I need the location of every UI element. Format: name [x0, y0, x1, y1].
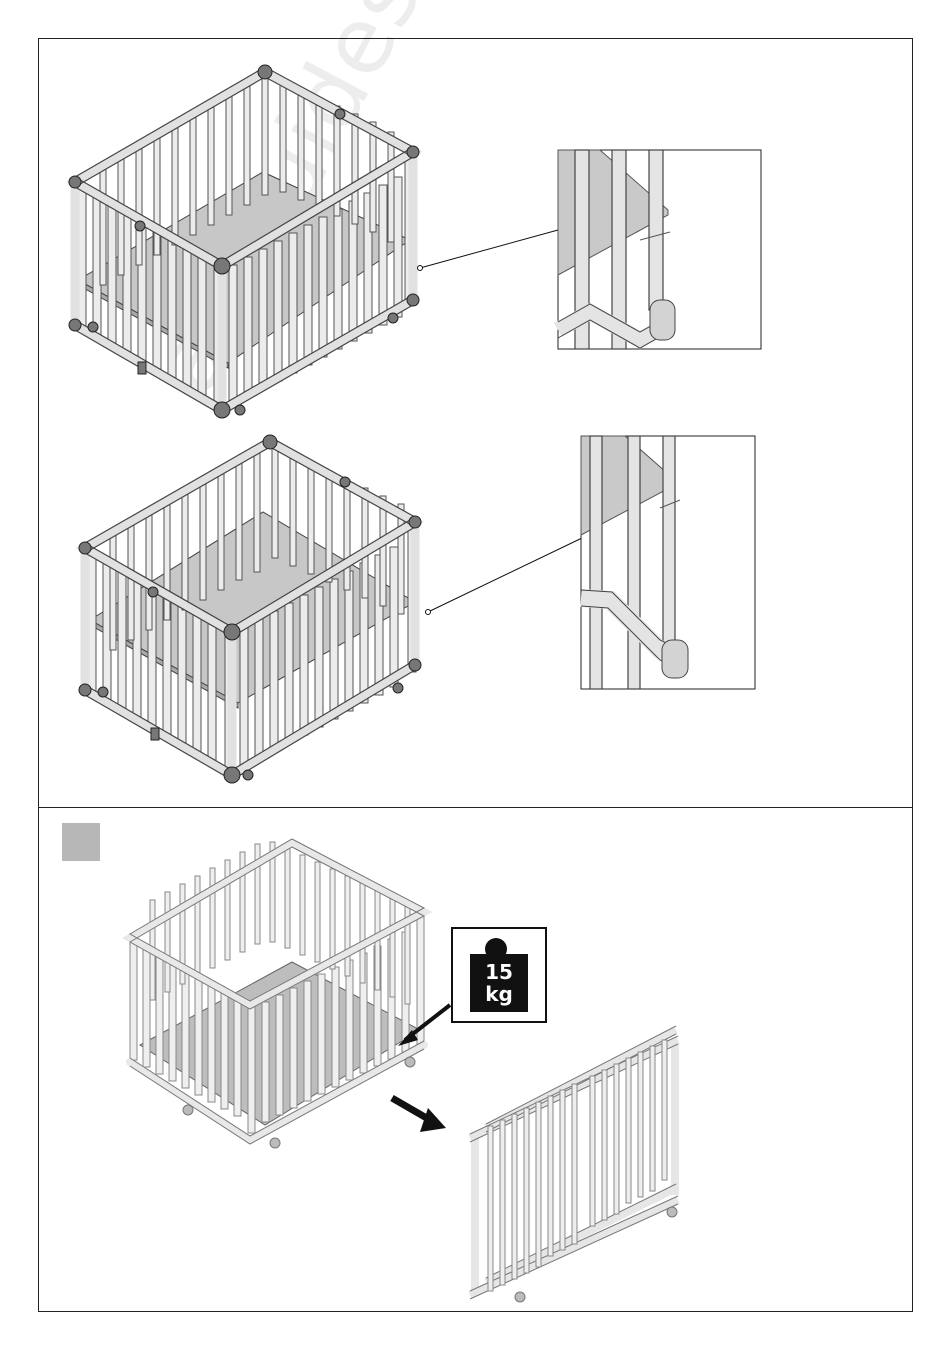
weight-icon: 15 kg [464, 938, 534, 1012]
weight-unit: kg [470, 983, 528, 1005]
weight-value: 15 [470, 961, 528, 983]
playpen-folded [470, 1026, 678, 1302]
step-marker [62, 823, 100, 861]
playpen-raised-base [69, 65, 558, 418]
weight-limit-box: 15 kg [451, 927, 547, 1023]
playpen-lowered-base [79, 435, 582, 783]
arrow-icon [392, 1098, 446, 1132]
weight-body: 15 kg [470, 954, 528, 1012]
detail-inset-lowered [581, 436, 755, 689]
detail-inset-raised [558, 150, 761, 349]
